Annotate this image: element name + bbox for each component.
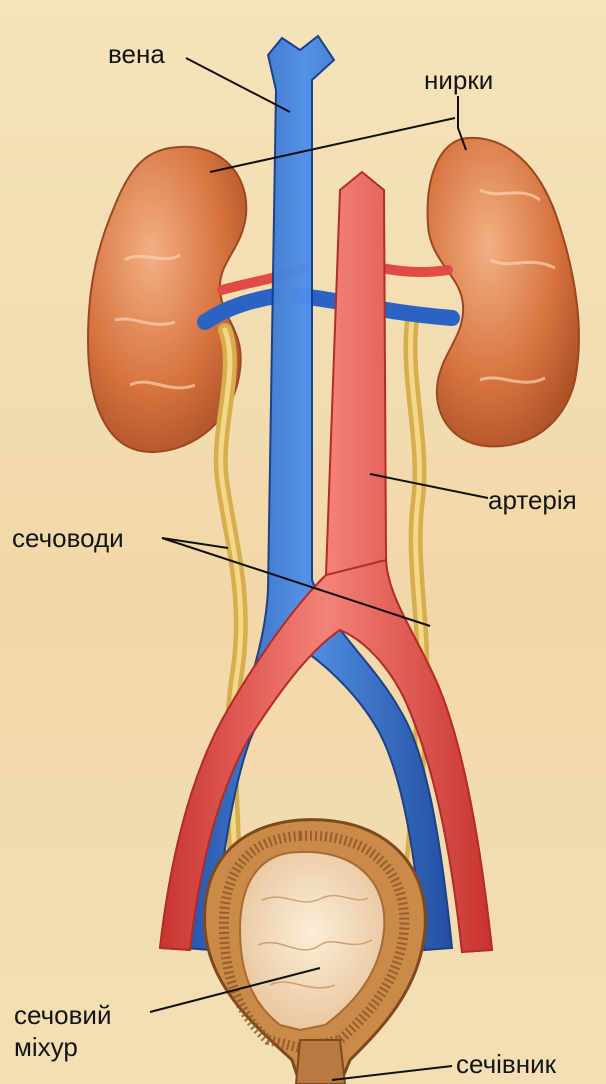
bladder-label-line2: міхур [14,1032,78,1062]
kidneys-label: нирки [424,66,493,94]
urethra [296,1040,345,1084]
right-kidney [428,138,579,447]
ureters-label: сечоводи [12,524,124,552]
bladder-label-line1: сечовий [14,1000,111,1030]
urethra-label: сечівник [456,1050,556,1078]
vein-label: вена [108,40,165,68]
artery-label: артерія [488,486,577,514]
